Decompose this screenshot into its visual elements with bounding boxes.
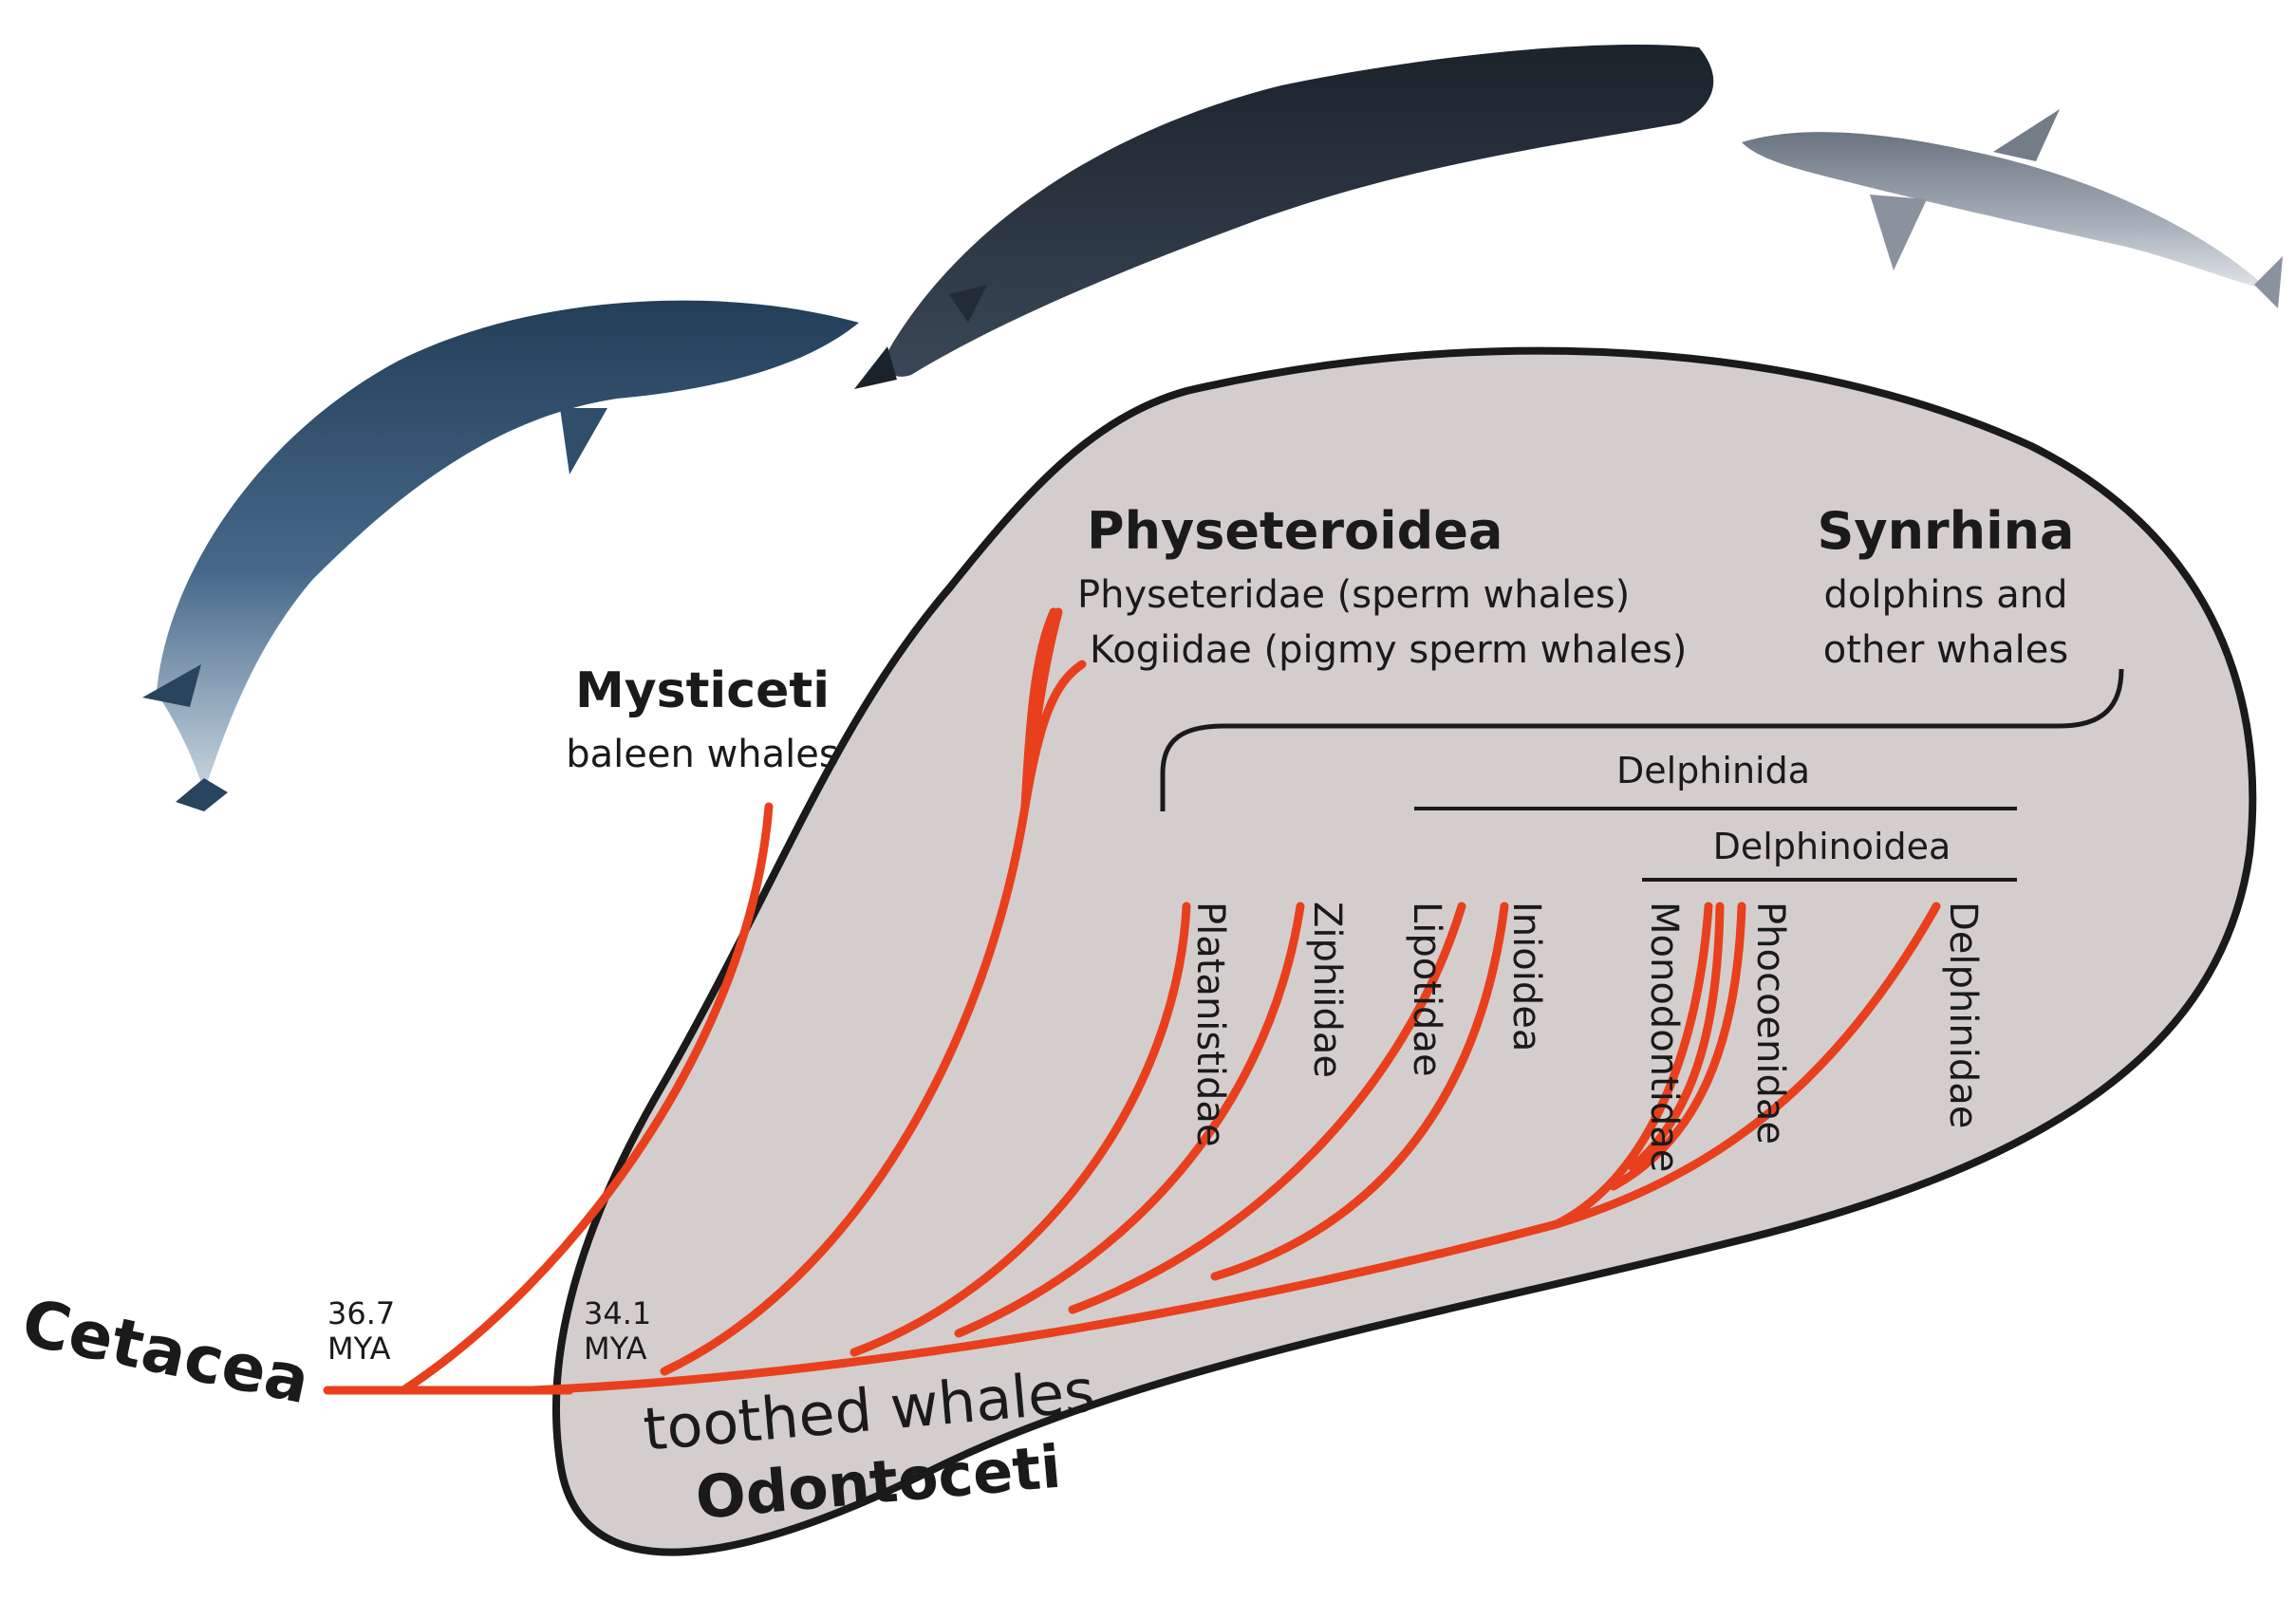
family-label-monodontidae: Monodontidae	[1642, 902, 1686, 1172]
odontoceti-divergence-unit: MYA	[584, 1331, 647, 1367]
cetacea-label: Cetacea	[15, 1285, 315, 1419]
kogiidae-label: Kogiidae (pigmy sperm whales)	[1090, 628, 1687, 672]
delphinida-label: Delphinida	[1616, 750, 1810, 791]
branch-odontoceti-stem	[527, 902, 1941, 1395]
family-label-ziphiidae: Ziphiidae	[1305, 902, 1349, 1078]
branch-inioidea	[1210, 902, 1509, 1281]
family-label-platanistidae: Platanistidae	[1188, 902, 1232, 1147]
cetacea-divergence-unit: MYA	[327, 1331, 391, 1367]
family-label-inioidea: Inioidea	[1504, 902, 1548, 1051]
mysticeti-title: Mysticeti	[575, 662, 830, 719]
synrhina-subtitle-line2: other whales	[1823, 628, 2068, 672]
branch-lipotidae	[1068, 902, 1466, 1314]
synrhina-bracket	[1160, 668, 2124, 811]
cetacea-divergence-value: 36.7	[327, 1295, 395, 1331]
branch-physeteroidea	[660, 607, 1063, 1376]
branch-kogiidae	[1020, 660, 1087, 811]
branch-monodontidae	[1552, 902, 1713, 1229]
branch-ziphiidae	[954, 902, 1305, 1338]
branch-phocoenidae	[1609, 902, 1746, 1191]
family-label-phocoenidae: Phocoenidae	[1748, 902, 1792, 1144]
dolphin-illustration	[1742, 109, 2283, 308]
synrhina-title: Synrhina	[1817, 501, 2074, 561]
delphinoidea-label: Delphinoidea	[1713, 826, 1951, 867]
synrhina-subtitle-line1: dolphins and	[1824, 573, 2068, 617]
branch-platanistidae	[849, 902, 1191, 1357]
odontoceti-region	[552, 346, 2257, 1556]
phylogeny-branches	[323, 607, 1941, 1395]
branch-delphinidae-inner	[1628, 902, 1725, 1172]
sperm-whale-illustration	[854, 44, 1714, 389]
mysticeti-subtitle: baleen whales	[566, 733, 838, 776]
physeteroidea-title: Physeteroidea	[1087, 501, 1503, 561]
physeteridae-label: Physeteridae (sperm whales)	[1077, 573, 1630, 617]
family-label-lipotidae: Lipotidae	[1405, 902, 1448, 1077]
family-label-delphinidae: Delphinidae	[1941, 902, 1985, 1128]
branch-mysticeti	[399, 802, 774, 1395]
baleen-whale-illustration	[142, 300, 859, 811]
odontoceti-divergence-value: 34.1	[584, 1295, 651, 1331]
